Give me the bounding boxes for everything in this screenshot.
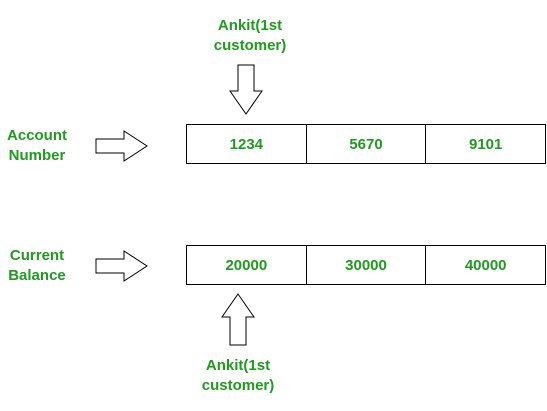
account-number-cell: 1234 [187, 125, 307, 163]
current-balance-label-line2: Balance [8, 267, 66, 284]
account-number-cell: 9101 [468, 135, 503, 153]
account-number-label-line1: Account [7, 127, 67, 144]
account-number-label: Account Number [0, 126, 74, 166]
up-arrow-icon [221, 293, 255, 346]
top-pointer-label: Ankit(1st customer) [200, 16, 300, 56]
current-balance-cell: 30000 [307, 246, 427, 284]
current-balance-array: 20000 30000 40000 [186, 245, 546, 285]
bottom-pointer-label: Ankit(1st customer) [188, 356, 288, 396]
down-arrow-icon [229, 64, 263, 115]
account-number-array: 1234 5670 9101 [186, 124, 546, 164]
account-number-cell: 5670 [307, 125, 427, 163]
current-balance-cell: 20000 [187, 246, 307, 284]
top-pointer-label-line1: Ankit(1st [217, 17, 283, 34]
current-balance-label-line1: Current [9, 247, 65, 264]
current-balance-label: Current Balance [0, 246, 74, 286]
right-arrow-icon [95, 130, 148, 162]
bottom-pointer-label-line2: customer) [201, 377, 275, 394]
account-number-label-line2: Number [8, 147, 66, 164]
current-balance-cell: 40000 [464, 256, 507, 274]
right-arrow-icon [95, 250, 148, 282]
bottom-pointer-label-line1: Ankit(1st [205, 357, 271, 374]
top-pointer-label-line2: customer) [213, 37, 287, 54]
